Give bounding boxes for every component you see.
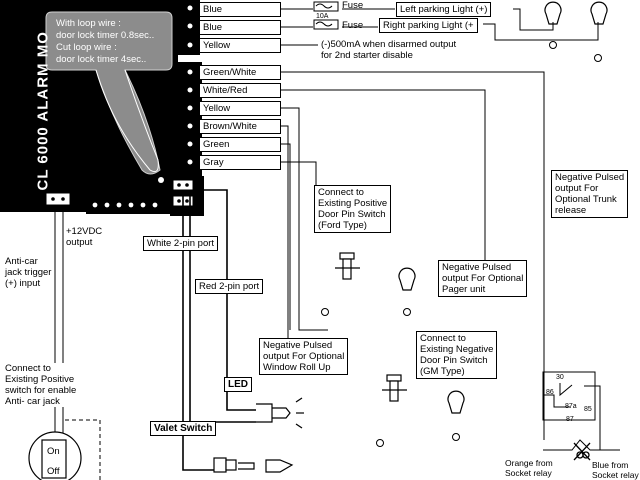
fuse-label: Fuse — [342, 0, 364, 11]
right-parking-light-label: Right parking Light (+ — [379, 18, 478, 33]
wire-label-yellow: Yellow — [199, 101, 281, 116]
cut-wire-icon — [573, 442, 591, 461]
switch-on-label: On — [47, 446, 60, 457]
led-label: LED — [224, 377, 252, 392]
ground-icon — [321, 41, 602, 447]
pager-output-note: Negative Pulsed output For Optional Page… — [438, 260, 528, 297]
top-connector-pins — [187, 5, 193, 48]
bottom-port-pins — [92, 202, 158, 208]
wire-label-green: Green — [199, 137, 281, 152]
on-off-switch-icon — [28, 431, 82, 480]
twelve-v-label: +12VDC output — [66, 226, 103, 248]
led-icon — [256, 397, 304, 429]
gm-door-pin-note: Connect to Existing Negative Door Pin Sw… — [416, 331, 498, 379]
relay-pin-85: 85 — [584, 406, 592, 413]
positive-switch-note: Connect to Existing Positive switch for … — [5, 363, 77, 407]
anti-car-jack-note: Anti-car jack trigger (+) input — [5, 256, 52, 289]
wire-label-gray: Gray — [199, 155, 281, 170]
wire-label-yellow: Yellow — [199, 38, 281, 53]
valet-switch-icon — [213, 457, 294, 473]
orange-socket-relay-label: Orange from Socket relay — [505, 458, 553, 478]
wire-label-brown-white: Brown/White — [199, 119, 281, 134]
white-2pin-port-label: White 2-pin port — [143, 236, 219, 251]
yellow-output-note: (-)500mA when disarmed output for 2nd st… — [321, 39, 457, 61]
relay-pin-87a: 87a — [565, 403, 577, 410]
fuse-icon — [313, 19, 339, 30]
fuse-rating: 10A — [316, 13, 329, 20]
relay-pin-30: 30 — [556, 374, 564, 381]
trunk-release-note: Negative Pulsed output For Optional Trun… — [551, 170, 629, 218]
fuse-icon — [313, 1, 339, 12]
main-connector-pins — [187, 69, 193, 165]
switch-off-label: Off — [47, 466, 60, 477]
wire-label-blue: Blue — [199, 20, 281, 35]
ford-door-pin-note: Connect to Existing Positive Door Pin Sw… — [314, 185, 392, 233]
blue-socket-relay-label: Blue from Socket relay — [592, 460, 639, 480]
loop-wire — [95, 69, 159, 173]
white-2pin-port — [172, 179, 194, 191]
twelve-v-connector — [45, 192, 71, 206]
door-pin-switch-icon — [335, 252, 407, 402]
module-title: CL 6000 ALARM MO — [34, 31, 52, 191]
red-2pin-port-label: Red 2-pin port — [195, 279, 264, 294]
top-wiring — [259, 8, 599, 357]
wire-label-blue: Blue — [199, 2, 281, 17]
timer-note: With loop wire : door lock timer 0.8sec.… — [56, 18, 155, 65]
wire-label-white-red: White/Red — [199, 83, 281, 98]
timer-note-bubble — [45, 11, 173, 175]
fuse-label: Fuse — [342, 20, 364, 31]
bulb-icon — [398, 1, 608, 414]
relay-icon — [542, 170, 620, 451]
relay-pin-87: 87 — [566, 416, 574, 423]
relay-pin-86: 86 — [546, 389, 554, 396]
window-rollup-note: Negative Pulsed output For Optional Wind… — [259, 338, 349, 375]
wire-label-green-white: Green/White — [199, 65, 281, 80]
valet-switch-label: Valet Switch — [150, 421, 217, 436]
left-parking-light-label: Left parking Light (+) — [396, 2, 492, 17]
